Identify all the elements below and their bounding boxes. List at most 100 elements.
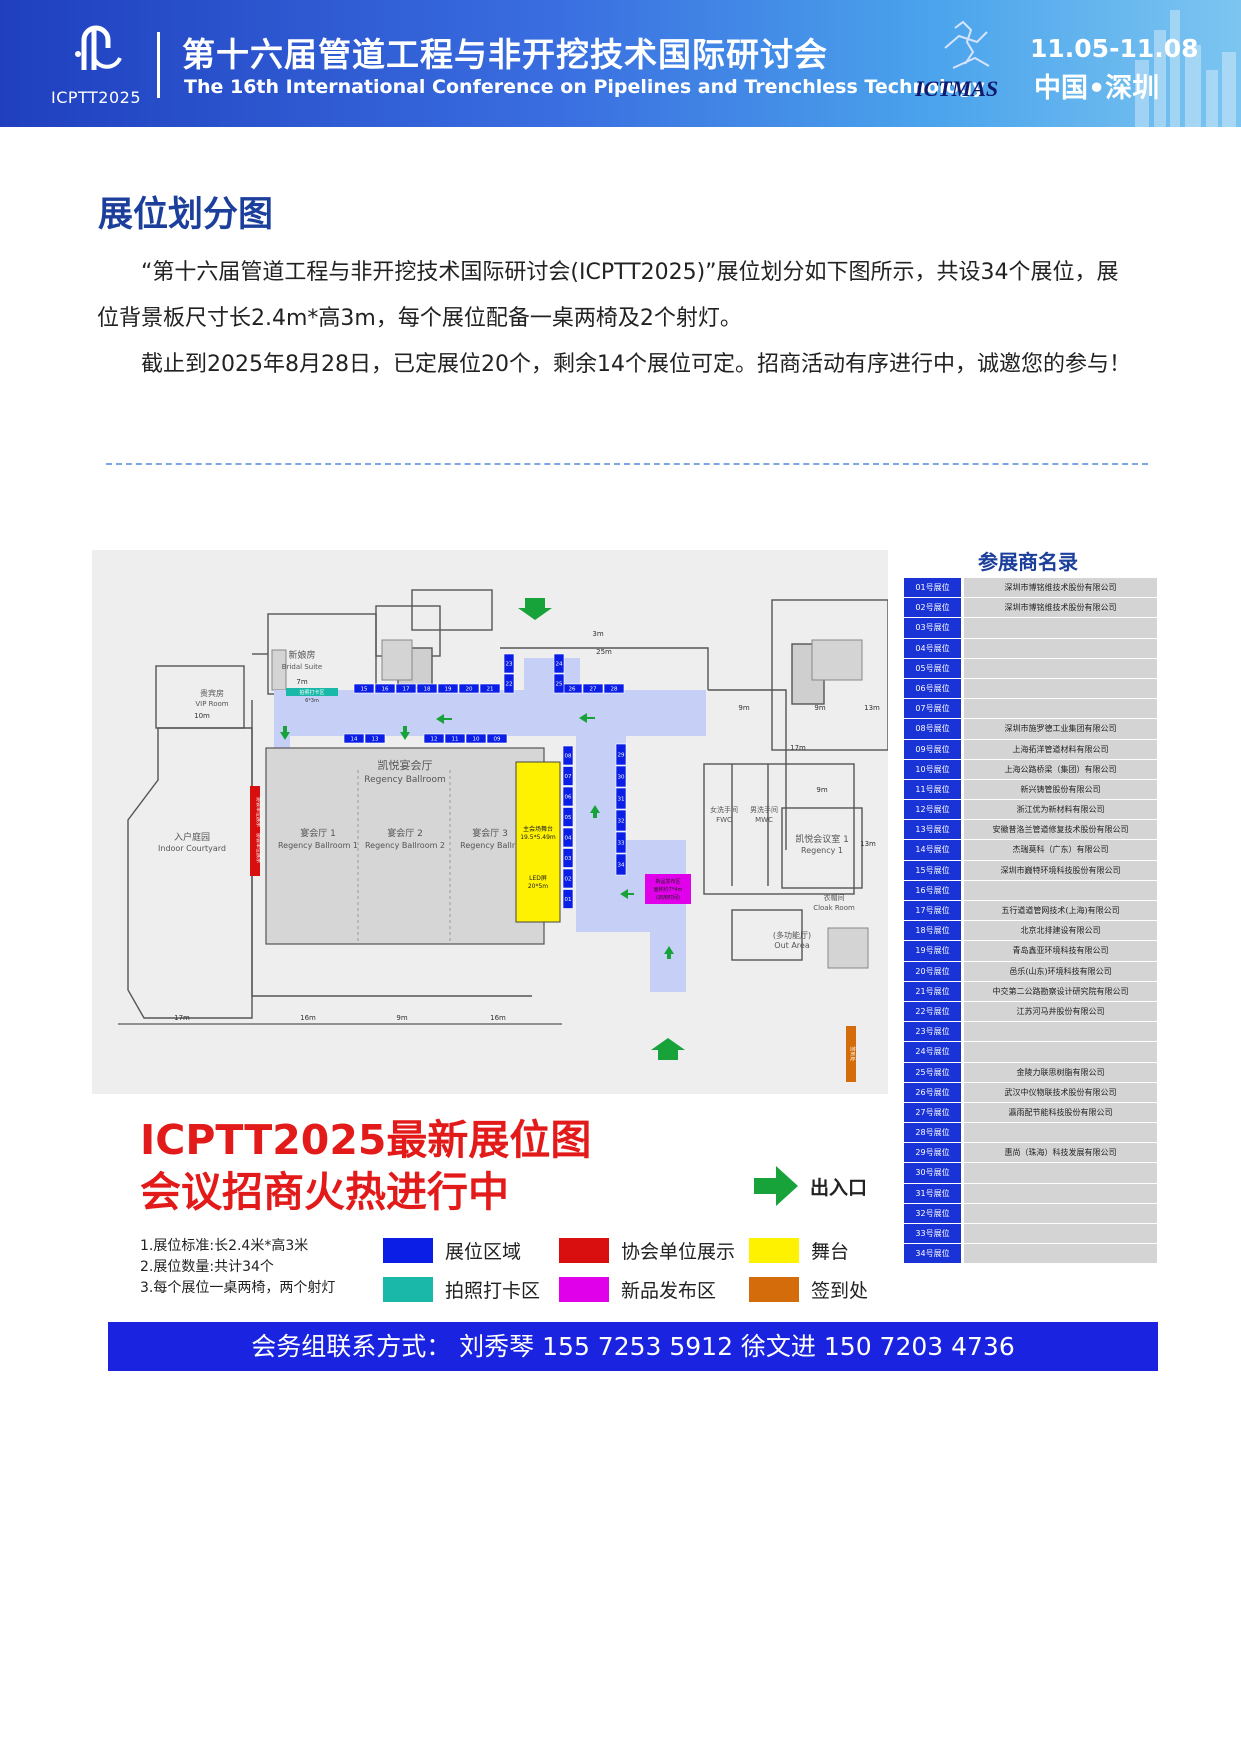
out-area-label-cn: (多功能厅) [773,930,811,940]
launch-label-2: 面积约7*4m [654,886,683,893]
dim-right-b: 9m [814,704,825,712]
booth-block [562,745,574,766]
exhibitor-row: 05号展位 [904,658,1157,679]
main-stage [515,761,561,923]
launch-label-3: (启用时间) [656,894,680,901]
booth-number: 06 [565,795,572,801]
intro-text: “第十六届管道工程与非开挖技术国际研讨会(ICPTT2025)”展位划分如下图所… [97,250,1137,388]
exhibitor-row: 03号展位 [904,618,1157,639]
booth-01: 01 [562,889,574,909]
exhibitor-booth-number: 19号展位 [904,941,961,961]
booth-block [562,766,574,786]
entrance-arrow-bottom-icon [651,1038,685,1060]
exhibitor-booth-number: 07号展位 [904,699,961,719]
booth-number: 07 [565,774,572,780]
exhibitor-row: 15号展位深圳市巍特环境科技股份有限公司 [904,860,1157,881]
booth-block [374,683,396,694]
booth-block [615,831,627,854]
booth-17: 17 [395,683,417,694]
booth-13: 13 [364,733,386,744]
booth-block [615,787,627,810]
conference-title-cn: 第十六届管道工程与非开挖技术国际研讨会 [182,35,828,74]
exhibitor-company-name [964,699,1157,719]
exhibitor-company-name [964,1163,1157,1183]
exhibitor-row: 34号展位 [904,1244,1157,1265]
exhibitor-booth-number: 11号展位 [904,779,961,800]
stage-label: 主会场舞台 [523,825,553,833]
exhibitor-row: 20号展位邑乐(山东)环境科技有限公司 [904,961,1157,982]
ballroom-label-en: Regency Ballroom [364,775,445,785]
exhibitor-company-name: 中交第二公路勘察设计研究院有限公司 [964,981,1157,1001]
exhibitor-row: 11号展位新兴铸管股份有限公司 [904,779,1157,801]
booth-11: 11 [444,733,466,744]
exhibitor-row: 22号展位江苏河马井股份有限公司 [904,1001,1157,1023]
dim-bottom-b: 16m [300,1014,316,1022]
dim-top: 3m [592,630,603,638]
exhibitor-company-name: 深圳市博铭维技术股份有限公司 [964,578,1157,598]
legend-label: 展位区域 [445,1241,522,1263]
dim-bottom-c: 9m [396,1014,407,1022]
booth-block [479,683,501,694]
exhibitor-company-name: 邑乐(山东)环境科技有限公司 [964,961,1157,981]
conference-location: 中国•深圳 [1034,73,1160,104]
booth-block [553,653,565,674]
exhibitor-row: 06号展位 [904,678,1157,700]
vip-label-en: VIP Room [195,700,228,708]
exhibitor-row: 25号展位金陵力联思树脂有限公司 [904,1062,1157,1083]
exhibitor-row: 33号展位 [904,1224,1157,1245]
exhibitor-company-name: 新兴铸管股份有限公司 [964,779,1157,800]
dashed-divider [106,463,1148,465]
booth-block [416,683,438,694]
booth-block [615,853,627,876]
exhibitor-booth-number: 04号展位 [904,638,961,658]
booth-block [582,683,604,694]
conference-dates: 11.05-11.08 [1030,34,1199,63]
booth-32: 32 [615,809,627,832]
booth-34: 34 [615,853,627,876]
booth-09: 09 [486,733,508,744]
booth-26: 26 [561,683,583,694]
dim-corridor: 25m [596,648,612,656]
exhibitor-booth-number: 24号展位 [904,1042,961,1062]
exhibitor-company-name: 五行道道管网技术(上海)有限公司 [964,901,1157,921]
booth-block [562,889,574,909]
booth-number: 32 [618,819,625,825]
legend-item: 新品发布区 [559,1276,749,1303]
legend-swatch [749,1277,799,1302]
booth-number: 19 [445,687,452,693]
association-display-zone [250,786,260,876]
exhibitor-row: 23号展位 [904,1022,1157,1043]
header-banner: ICPTT2025 第十六届管道工程与非开挖技术国际研讨会 The 16th I… [0,0,1241,127]
exhibitor-company-name [964,618,1157,638]
icptt-logo: ICPTT2025 [46,18,146,107]
ictmas-logo-text: ICTMAS [915,76,998,101]
stage-size: 19.5*5.49m [520,834,556,841]
booth-number: 26 [569,687,576,693]
booth-number: 05 [565,815,572,821]
exhibitor-booth-number: 10号展位 [904,759,961,779]
exhibitor-row: 19号展位青岛鑫亚环境科技有限公司 [904,941,1157,962]
exhibitor-booth-number: 14号展位 [904,840,961,860]
booth-22: 22 [503,673,515,694]
booth-number: 25 [556,682,563,688]
exhibitor-booth-number: 25号展位 [904,1062,961,1082]
section-title: 展位划分图 [98,195,274,235]
booth-block [553,673,565,694]
led-label: LED屏 [529,875,547,882]
booth-number: 04 [565,836,572,842]
icptt-logo-icon [75,25,122,70]
exhibitor-booth-number: 12号展位 [904,800,961,820]
exhibitor-booth-number: 02号展位 [904,598,961,618]
booth-number: 13 [372,737,379,743]
exhibitor-booth-number: 08号展位 [904,719,961,739]
booth-10: 10 [465,733,487,744]
exhibitor-company-name: 深圳市施罗德工业集团有限公司 [964,719,1157,739]
note-line-2: 2.展位数量:共计34个 [140,1259,274,1275]
entrance-arrow-icon [754,1166,798,1206]
exhibitor-row: 21号展位中交第二公路勘察设计研究院有限公司 [904,981,1157,1002]
intro-paragraph-2: 截止到2025年8月28日，已定展位20个，剩余14个展位可定。招商活动有序进行… [141,352,1131,377]
logo-text: ICPTT2025 [50,88,142,107]
booth-15: 15 [353,683,375,694]
exhibitor-booth-number: 17号展位 [904,901,961,921]
exhibitor-booth-number: 03号展位 [904,618,961,638]
